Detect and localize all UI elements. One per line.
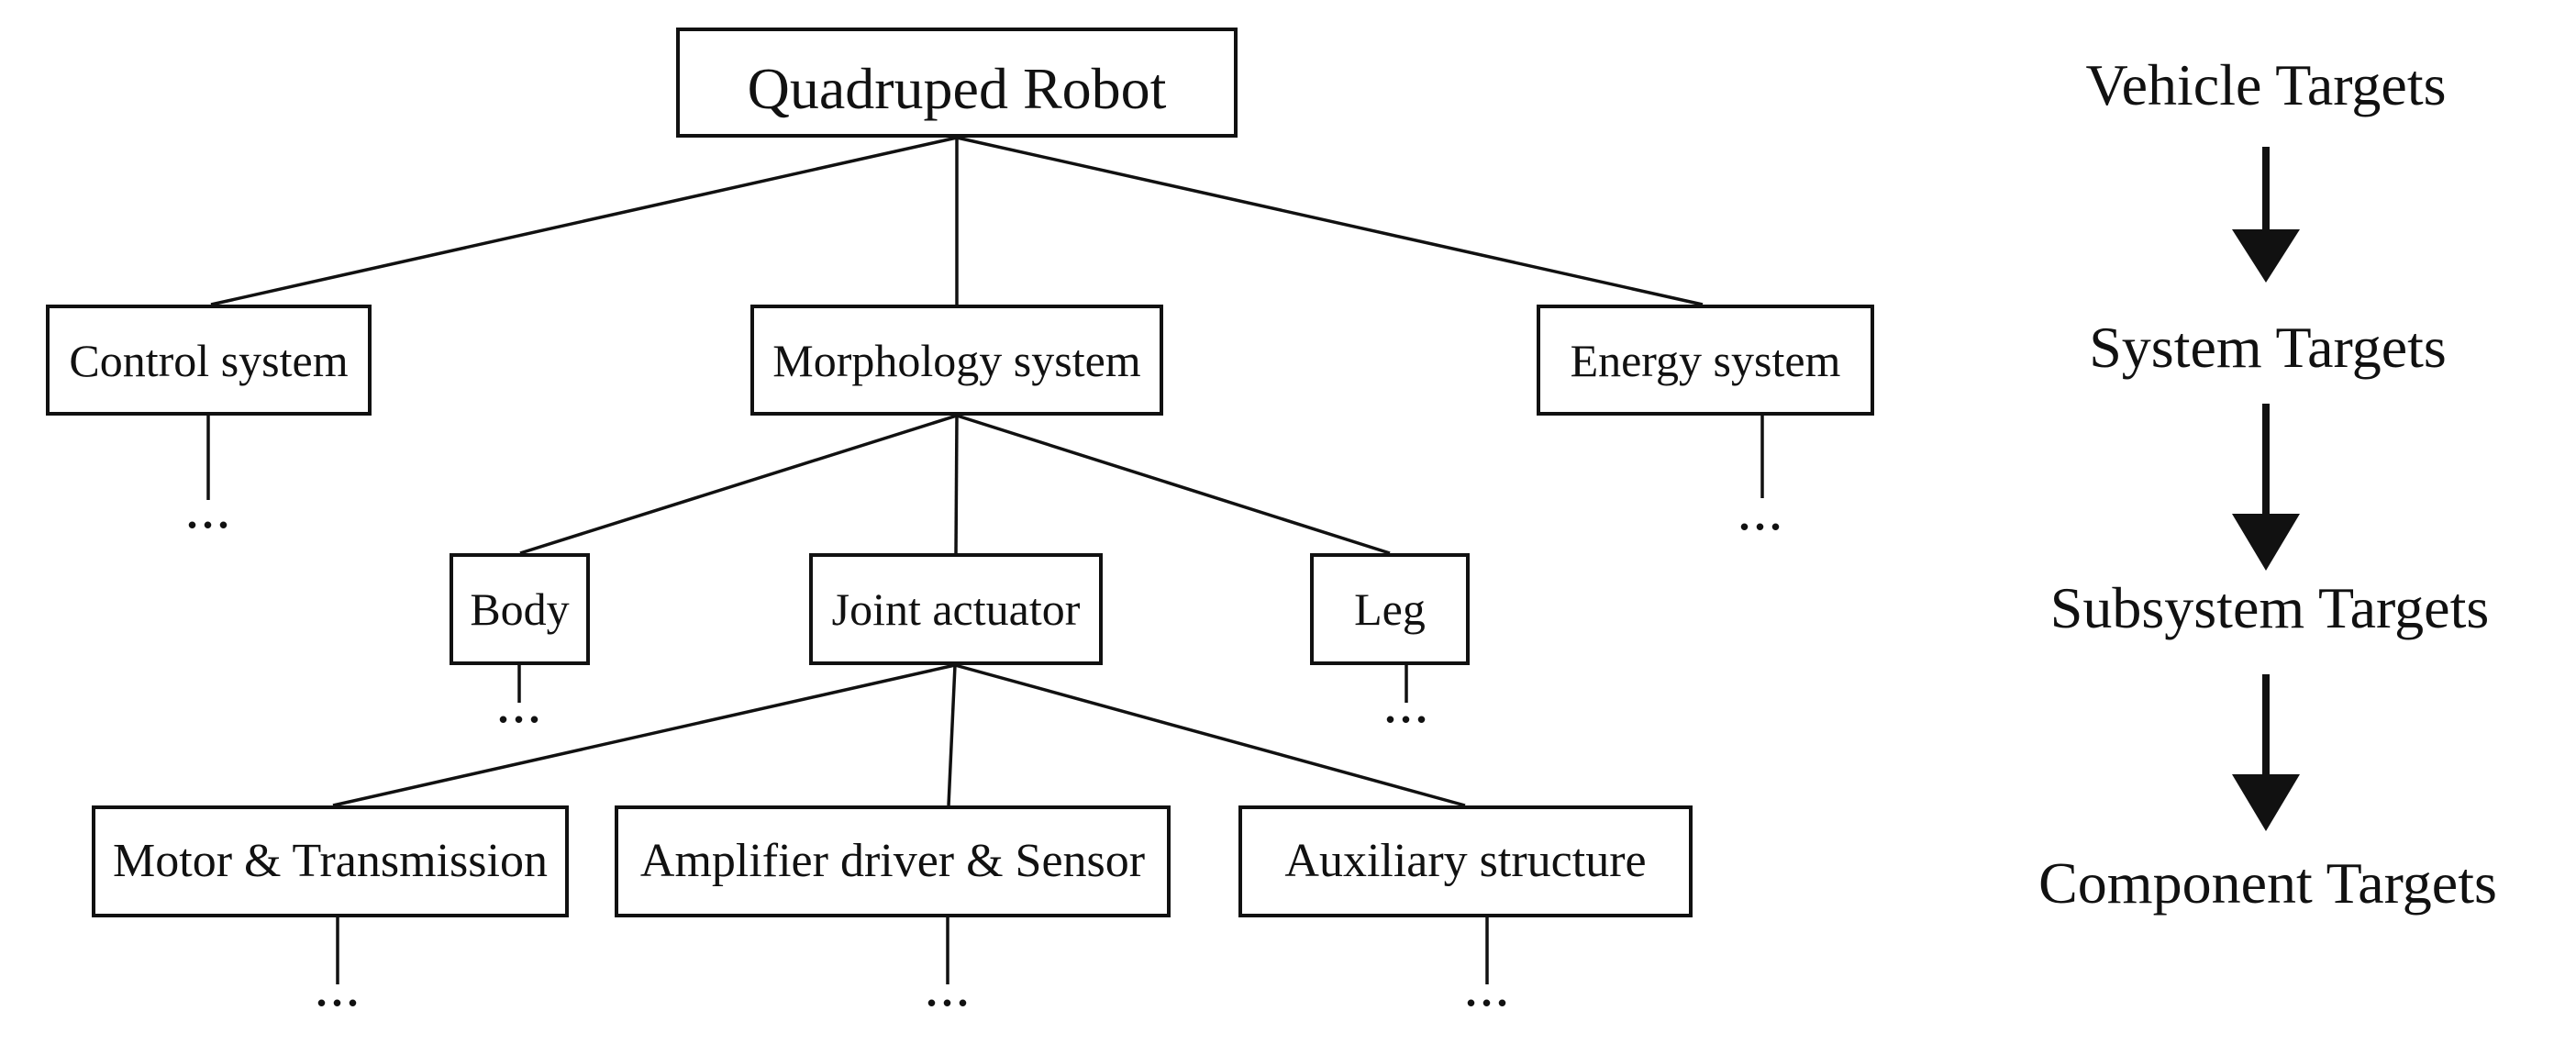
node-amplifier-driver-sensor: Amplifier driver & Sensor (615, 805, 1171, 917)
legend-component-targets: Component Targets (2038, 850, 2497, 916)
ellipsis-control: ... (184, 475, 232, 540)
node-control-system: Control system (46, 305, 372, 416)
connector-joint-motor (332, 663, 956, 807)
connector-root-control (210, 136, 958, 306)
connector-morphology-leg (956, 414, 1391, 555)
node-auxiliary-structure: Auxiliary structure (1238, 805, 1693, 917)
legend-vehicle-targets: Vehicle Targets (2085, 52, 2447, 117)
connector-joint-amplifier (947, 664, 957, 806)
connector-morphology-body (519, 414, 958, 555)
connector-root-energy (956, 136, 1704, 306)
ellipsis-leg: ... (1382, 670, 1430, 735)
node-motor-transmission: Motor & Transmission (92, 805, 569, 917)
node-morphology-system: Morphology system (750, 305, 1163, 416)
node-joint-actuator: Joint actuator (809, 553, 1103, 665)
node-energy-system: Energy system (1537, 305, 1874, 416)
down-arrow-icon (2232, 674, 2300, 831)
ellipsis-motor: ... (314, 953, 361, 1018)
ellipsis-energy: ... (1737, 477, 1784, 542)
connector-joint-auxiliary (954, 663, 1466, 807)
ellipsis-auxiliary: ... (1463, 953, 1511, 1018)
node-leg: Leg (1310, 553, 1470, 665)
down-arrow-icon (2232, 147, 2300, 283)
node-body: Body (450, 553, 590, 665)
connector-morphology-joint (954, 415, 959, 554)
ellipsis-amplifier: ... (924, 953, 972, 1018)
legend-subsystem-targets: Subsystem Targets (2049, 575, 2490, 640)
node-quadruped-robot: Quadruped Robot (676, 28, 1238, 138)
ellipsis-body: ... (495, 670, 543, 735)
down-arrow-icon (2232, 404, 2300, 571)
legend-system-targets: System Targets (2089, 315, 2447, 380)
